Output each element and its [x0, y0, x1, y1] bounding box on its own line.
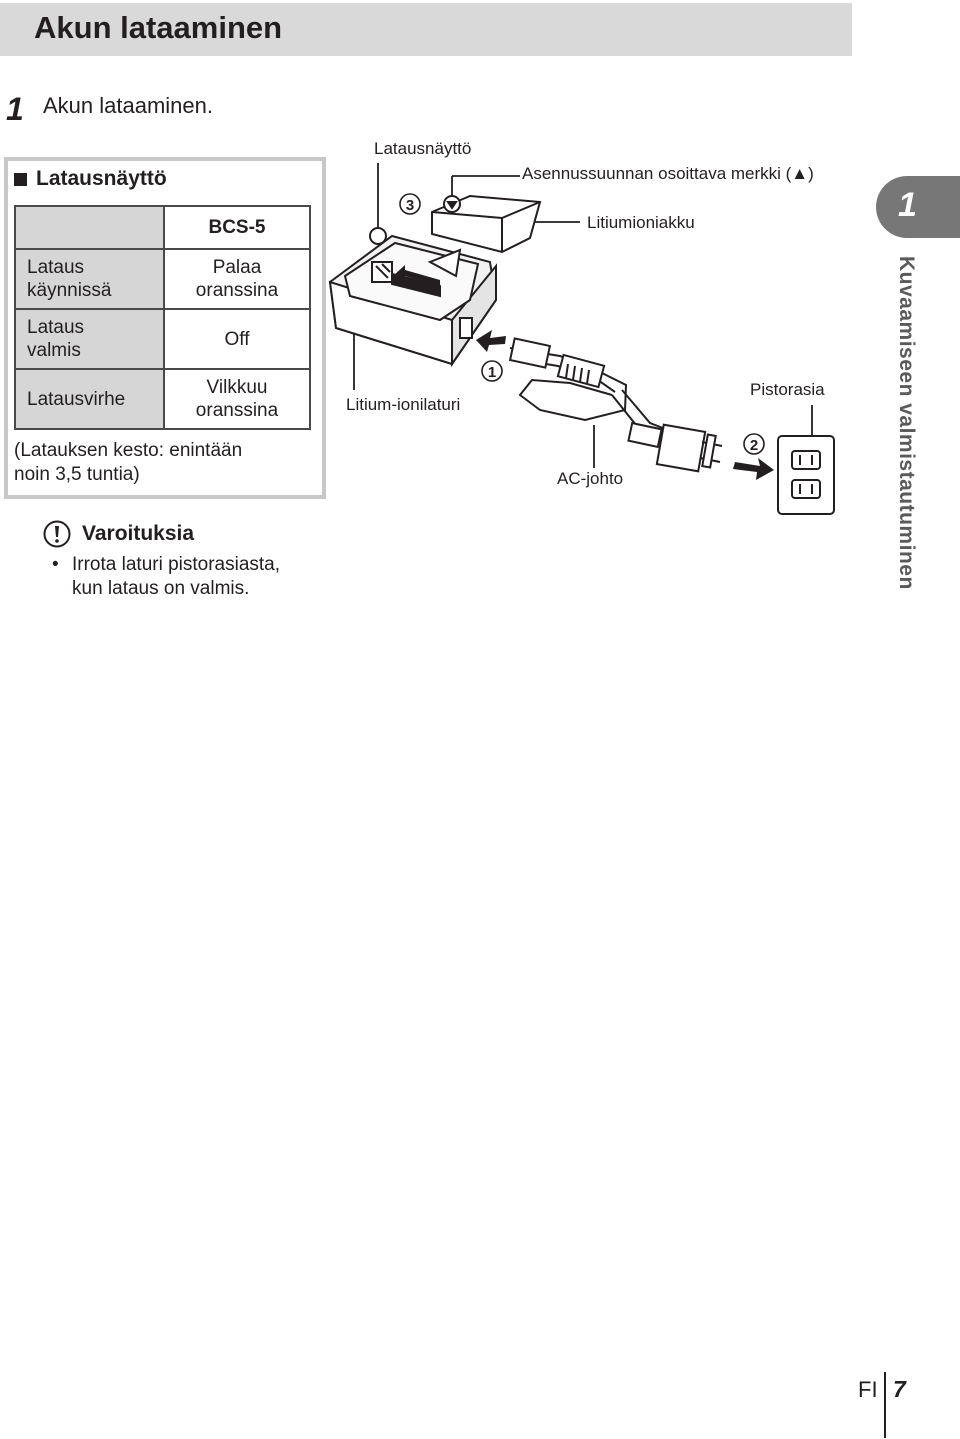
- table-row: Lataus valmis Off: [14, 308, 311, 370]
- chapter-tab: [876, 176, 960, 238]
- label-indicator: Latausnäyttö: [374, 139, 472, 158]
- caution-item-text: Irrota laturi pistorasiasta, kun lataus …: [72, 554, 281, 599]
- footer-language: FI: [858, 1377, 878, 1402]
- insert-arrow-icon: [393, 265, 440, 286]
- bullet-marker: •: [52, 554, 59, 575]
- caution-title: Varoituksia: [82, 522, 195, 545]
- table-corner-cell: [14, 205, 165, 250]
- row-value: Off: [163, 308, 311, 370]
- chapter-number: 1: [898, 186, 917, 224]
- page-title: Akun lataaminen: [34, 10, 283, 45]
- step-marker-1: 1: [481, 360, 503, 382]
- step-marker-2: 2: [743, 433, 765, 455]
- indicator-box-title: Latausnäyttö: [14, 167, 167, 191]
- label-charger: Litium-ionilaturi: [346, 395, 461, 414]
- wall-outlet-icon: [777, 435, 835, 515]
- chapter-title: Kuvaamiseen valmistautuminen: [895, 256, 918, 590]
- step-marker-3-label: 3: [406, 197, 414, 214]
- indicator-table: BCS-5 Lataus käynnissä Palaa oranssina L…: [14, 205, 311, 430]
- footer-divider: [884, 1372, 886, 1438]
- label-battery: Litiumioniakku: [587, 213, 695, 232]
- table-row: Lataus käynnissä Palaa oranssina: [14, 248, 311, 310]
- battery-icon: [431, 194, 542, 254]
- table-row: Latausvirhe Vilkkuu oranssina: [14, 368, 311, 430]
- indicator-box-title-text: Latausnäyttö: [36, 167, 167, 190]
- charge-duration-note: (Latauksen kesto: enintään noin 3,5 tunt…: [14, 440, 243, 485]
- indicator-box: [4, 157, 326, 499]
- ac-cable-icon: [508, 337, 723, 473]
- step-marker-1-label: 1: [488, 364, 496, 381]
- label-direction-mark: Asennussuunnan osoittava merkki (▲): [522, 164, 814, 183]
- label-ac-cable: AC-johto: [557, 469, 624, 488]
- caution-heading: Varoituksia: [42, 519, 194, 549]
- column-header: BCS-5: [163, 205, 311, 250]
- row-value: Palaa oranssina: [163, 248, 311, 310]
- square-bullet-icon: [14, 172, 27, 186]
- page-number: 7: [893, 1376, 906, 1402]
- label-outlet: Pistorasia: [750, 380, 825, 399]
- caution-icon: [43, 520, 71, 548]
- charger-icon: [328, 227, 498, 368]
- plug-arrow-icon: [733, 458, 774, 480]
- step-marker-3: 3: [399, 193, 421, 215]
- charger-illustration: 3 1 2: [328, 163, 835, 515]
- row-label: Lataus käynnissä: [14, 248, 165, 310]
- header-band: [0, 3, 852, 56]
- row-label: Latausvirhe: [14, 368, 165, 430]
- row-value: Vilkkuu oranssina: [163, 368, 311, 430]
- step-text: Akun lataaminen.: [43, 93, 213, 118]
- cord-arrow-icon: [476, 330, 506, 352]
- step-marker-2-label: 2: [750, 437, 758, 454]
- row-label: Lataus valmis: [14, 308, 165, 370]
- step-number: 1: [6, 91, 24, 127]
